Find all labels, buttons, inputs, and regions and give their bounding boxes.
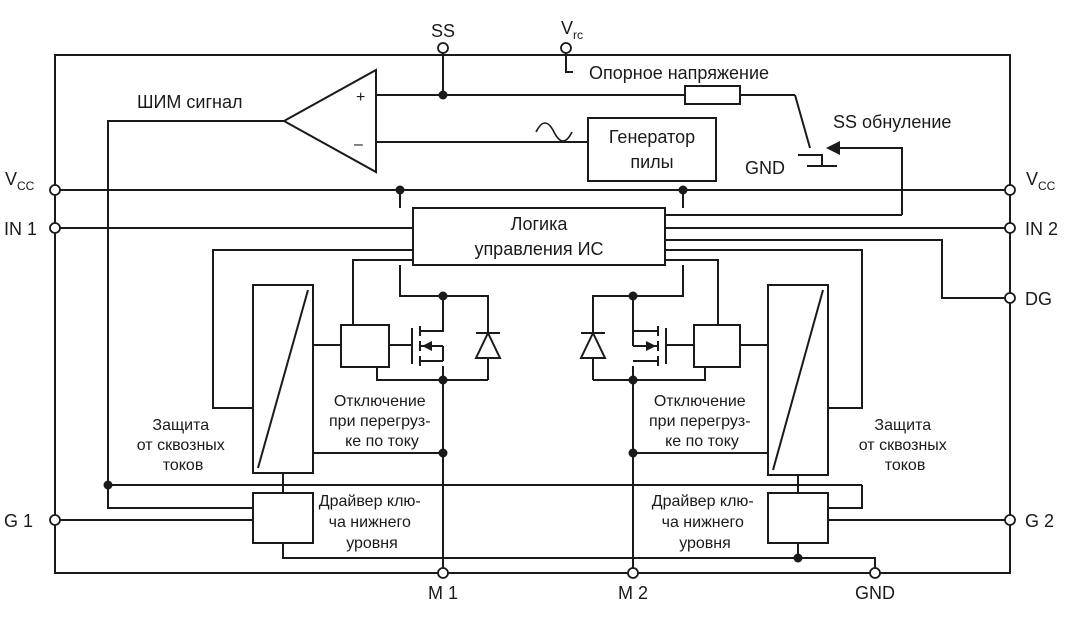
pin-terminals [49,42,1016,579]
logic-label-line1: Логика [511,214,569,234]
supply-and-input-rails [55,189,1010,299]
left-bridge-wiring [55,249,876,573]
driver-right-label: Драйвер клю- ча нижнего уровня [652,493,758,552]
pin-label-ss: SS [431,21,455,41]
overcurrent-left-label: Отключение при перегруз- ке по току [329,393,435,450]
ss-reset-label: SS обнуление [833,112,951,132]
pin-label-vrc: Vrc [561,18,583,42]
pin-label-in2: IN 2 [1025,219,1058,239]
left-overcurrent-block [340,324,390,368]
pin-label-m2: M 2 [618,583,648,603]
pin-label-gnd: GND [855,583,895,603]
pin-label-in1: IN 1 [4,219,37,239]
pin-label-dg: DG [1025,289,1052,309]
gnd-switch-label: GND [745,158,785,178]
left-low-side-driver-block [252,492,314,544]
comparator-minus: – [354,136,363,153]
pwm-comparator [107,68,588,509]
junction-dots [103,90,803,563]
reference-voltage-label: Опорное напряжение [589,63,769,83]
overcurrent-right-label: Отключение при перегруз- ке по току [649,393,755,450]
left-body-diode [474,330,502,359]
pin-label-m1: M 1 [428,583,458,603]
pin-label-g1: G 1 [4,511,33,531]
generator-label-line1: Генератор [609,127,695,147]
generator-label-line2: пилы [630,152,673,172]
sawtooth-generator-block [587,117,717,182]
right-body-diode [579,330,607,359]
ss-resistor [684,85,741,105]
right-overcurrent-block [693,324,741,368]
shoot-through-left-label: Защита от сквозных токов [137,417,229,474]
logic-label-line2: управления ИС [474,239,603,259]
ss-reset-switch [798,141,903,215]
shoot-through-right-label: Защита от сквозных токов [859,417,951,474]
pin-label-g2: G 2 [1025,511,1054,531]
driver-left-label: Драйвер клю- ча нижнего уровня [319,493,425,552]
comparator-plus: + [356,89,365,106]
pin-label-vcc-right: VCC [1026,169,1056,193]
pin-label-vcc-left: VCC [5,169,35,193]
right-mosfet [632,326,667,366]
right-low-side-driver-block [767,492,829,544]
pwm-signal-label: ШИМ сигнал [137,92,243,112]
top-wiring [376,48,811,149]
chip-outline [54,54,1011,574]
left-mosfet [411,326,444,366]
control-logic-block [412,207,666,266]
